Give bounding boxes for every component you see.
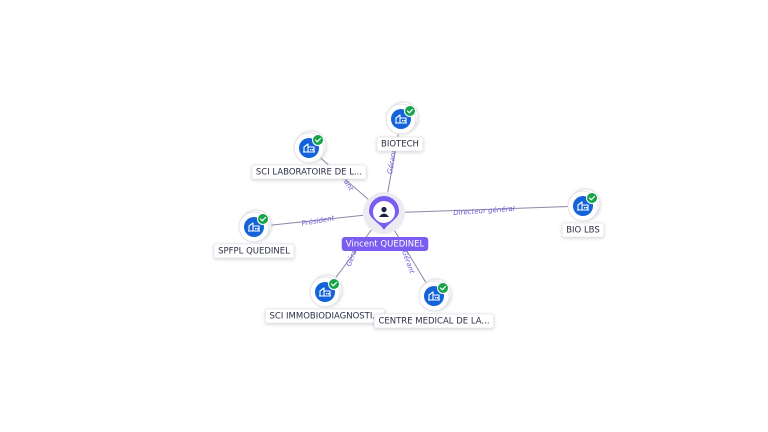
company-name: SCI IMMOBIODIAGNOSTI... (270, 312, 381, 322)
check-badge-icon (257, 213, 269, 225)
company-node-sci-laboratoire[interactable]: SCI LABORATOIRE DE L... (251, 130, 367, 180)
company-name: BIOTECH (381, 140, 419, 150)
company-node-sci-immobiodiagnostic[interactable]: SCI IMMOBIODIAGNOSTI... (265, 274, 385, 324)
check-badge-icon (328, 278, 340, 290)
company-node-spfpl-quedinel[interactable]: SPFPL QUEDINEL (213, 209, 295, 259)
company-label[interactable]: BIOTECH (376, 136, 424, 152)
check-badge-icon (437, 282, 449, 294)
company-node-biotech[interactable]: BIOTECH (376, 101, 424, 152)
company-node-centre-medical[interactable]: CENTRE MEDICAL DE LA... (374, 278, 494, 329)
edge-relation-label: Directeur général (453, 205, 515, 217)
person-icon (379, 206, 389, 217)
check-badge-icon (312, 134, 324, 146)
edge-relation-label: Gérant (386, 149, 398, 174)
edge-relation-label: Président (301, 214, 335, 228)
person-name-label[interactable]: Vincent QUEDINEL (341, 237, 429, 251)
check-badge-icon (404, 105, 416, 117)
person-node-center[interactable]: Vincent QUEDINEL (341, 192, 429, 251)
company-label[interactable]: SCI LABORATOIRE DE L... (251, 164, 367, 180)
company-name: SCI LABORATOIRE DE L... (256, 168, 362, 178)
company-node-bio-lbs[interactable]: BIO LBS (561, 188, 605, 238)
check-badge-icon (586, 192, 598, 204)
company-label[interactable]: SPFPL QUEDINEL (213, 243, 295, 259)
company-label[interactable]: BIO LBS (561, 222, 605, 238)
person-name: Vincent QUEDINEL (346, 240, 425, 250)
edge-line (253, 212, 385, 228)
company-label[interactable]: CENTRE MEDICAL DE LA... (374, 313, 494, 329)
company-name: BIO LBS (566, 226, 600, 236)
company-name: CENTRE MEDICAL DE LA... (378, 317, 489, 327)
edge-line (383, 205, 584, 214)
company-label[interactable]: SCI IMMOBIODIAGNOSTI... (265, 308, 385, 324)
edge-bio-lbs: Directeur général (383, 205, 584, 217)
company-name: SPFPL QUEDINEL (218, 247, 290, 257)
